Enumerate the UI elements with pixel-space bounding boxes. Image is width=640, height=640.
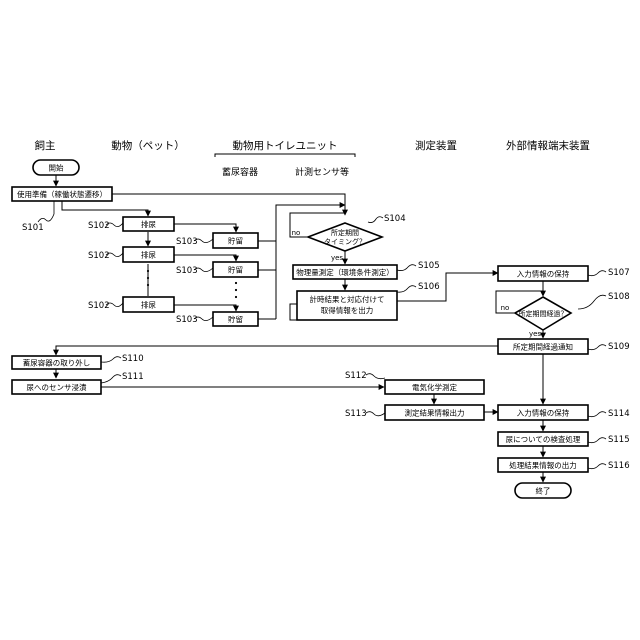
svg-text:排尿: 排尿 — [141, 250, 156, 260]
header-toilet-container: 蓄尿容器 — [222, 166, 258, 178]
toilet-unit-bracket — [215, 154, 355, 157]
header-owner: 飼主 — [35, 139, 56, 152]
node-prep: 使用準備（稼働状態遷移） — [12, 187, 112, 201]
step-s108: S108 — [608, 292, 630, 302]
decision-timing: 所定期間 タイミング？ — [308, 223, 382, 251]
svg-text:開始: 開始 — [49, 163, 64, 173]
node-store-3: 貯留 — [213, 312, 258, 326]
step-s106: S106 — [418, 282, 440, 292]
branch-yes-s108: yes — [529, 330, 541, 338]
step-s116: S116 — [608, 461, 630, 471]
svg-text:物理量測定（環境条件測定）: 物理量測定（環境条件測定） — [296, 267, 394, 277]
svg-text:蓄尿容器の取り外し: 蓄尿容器の取り外し — [23, 358, 91, 368]
decision-timing-line1: 所定期間 — [331, 228, 359, 237]
node-retain-input-2: 入力情報の保持 — [498, 405, 588, 420]
svg-text:貯留: 貯留 — [228, 314, 243, 324]
node-urinate-3: 排尿 — [123, 297, 174, 312]
step-s105: S105 — [418, 261, 440, 271]
header-external-terminal: 外部情報端末装置 — [506, 139, 590, 152]
svg-text:所定期間経過通知: 所定期間経過通知 — [513, 342, 573, 352]
header-toilet-unit: 動物用トイレユニット — [233, 139, 338, 152]
node-urinate-1: 排尿 — [123, 217, 174, 231]
step-s112: S112 — [345, 371, 367, 381]
step-s109: S109 — [608, 342, 630, 352]
node-measure-qty: 物理量測定（環境条件測定） — [293, 265, 397, 279]
svg-text:処理結果情報の出力: 処理結果情報の出力 — [509, 460, 577, 470]
step-s102-b: S102 — [88, 251, 110, 261]
step-s110: S110 — [122, 354, 144, 364]
step-s103-c: S103 — [176, 315, 198, 325]
step-s111: S111 — [122, 372, 144, 382]
step-s107: S107 — [608, 268, 630, 278]
svg-text:貯留: 貯留 — [228, 265, 243, 275]
step-s113: S113 — [345, 409, 367, 419]
node-urinate-2: 排尿 — [123, 247, 174, 262]
node-end: 終了 — [515, 483, 571, 498]
decision-timing-line2: タイミング？ — [324, 237, 366, 246]
header-animal: 動物（ペット） — [111, 139, 185, 152]
node-retain-input-1: 入力情報の保持 — [498, 266, 588, 281]
branch-yes-s104: yes — [331, 254, 343, 262]
header-toilet-sensor: 計測センサ等 — [295, 166, 349, 178]
svg-text:終了: 終了 — [536, 486, 551, 496]
node-output-result: 測定結果情報出力 — [385, 405, 484, 420]
svg-text:所定期間経過？: 所定期間経過？ — [519, 309, 568, 318]
node-output-processed: 処理結果情報の出力 — [498, 458, 588, 472]
svg-text:入力情報の保持: 入力情報の保持 — [517, 269, 570, 279]
step-s103-b: S103 — [176, 266, 198, 276]
decision-period: 所定期間経過？ — [515, 297, 571, 330]
step-s104: S104 — [384, 214, 406, 224]
node-start: 開始 — [33, 160, 79, 175]
output-info-line1: 計時結果と対応付けて — [310, 294, 385, 304]
node-store-2: 貯留 — [213, 262, 258, 277]
output-info-line2: 取得情報を出力 — [321, 305, 374, 315]
node-inspect: 尿についての検査処理 — [498, 432, 588, 446]
step-s115: S115 — [608, 435, 630, 445]
svg-text:使用準備（稼働状態遷移）: 使用準備（稼働状態遷移） — [17, 189, 107, 199]
header-measuring-device: 測定装置 — [415, 139, 457, 152]
step-s114: S114 — [608, 409, 630, 419]
svg-text:貯留: 貯留 — [228, 236, 243, 246]
step-s103-a: S103 — [176, 237, 198, 247]
svg-text:尿についての検査処理: 尿についての検査処理 — [506, 434, 581, 444]
svg-text:尿へのセンサ浸漬: 尿へのセンサ浸漬 — [27, 382, 87, 392]
step-s102-c: S102 — [88, 301, 110, 311]
node-notify: 所定期間経過通知 — [498, 339, 588, 354]
svg-text:入力情報の保持: 入力情報の保持 — [517, 408, 570, 418]
svg-text:排尿: 排尿 — [141, 300, 156, 310]
svg-text:排尿: 排尿 — [141, 219, 156, 229]
node-remove-container: 蓄尿容器の取り外し — [12, 356, 101, 369]
step-s102-a: S102 — [88, 221, 110, 231]
node-output-info: 計時結果と対応付けて 取得情報を出力 — [297, 291, 397, 320]
step-s101: S101 — [22, 223, 44, 233]
branch-no-s108: no — [501, 304, 510, 312]
node-immerse: 尿へのセンサ浸漬 — [12, 380, 101, 394]
branch-no-s104: no — [292, 229, 301, 237]
svg-text:測定結果情報出力: 測定結果情報出力 — [405, 408, 465, 418]
node-store-1: 貯留 — [213, 233, 258, 248]
node-electrochem: 電気化学測定 — [385, 380, 484, 394]
svg-text:電気化学測定: 電気化学測定 — [412, 382, 457, 392]
